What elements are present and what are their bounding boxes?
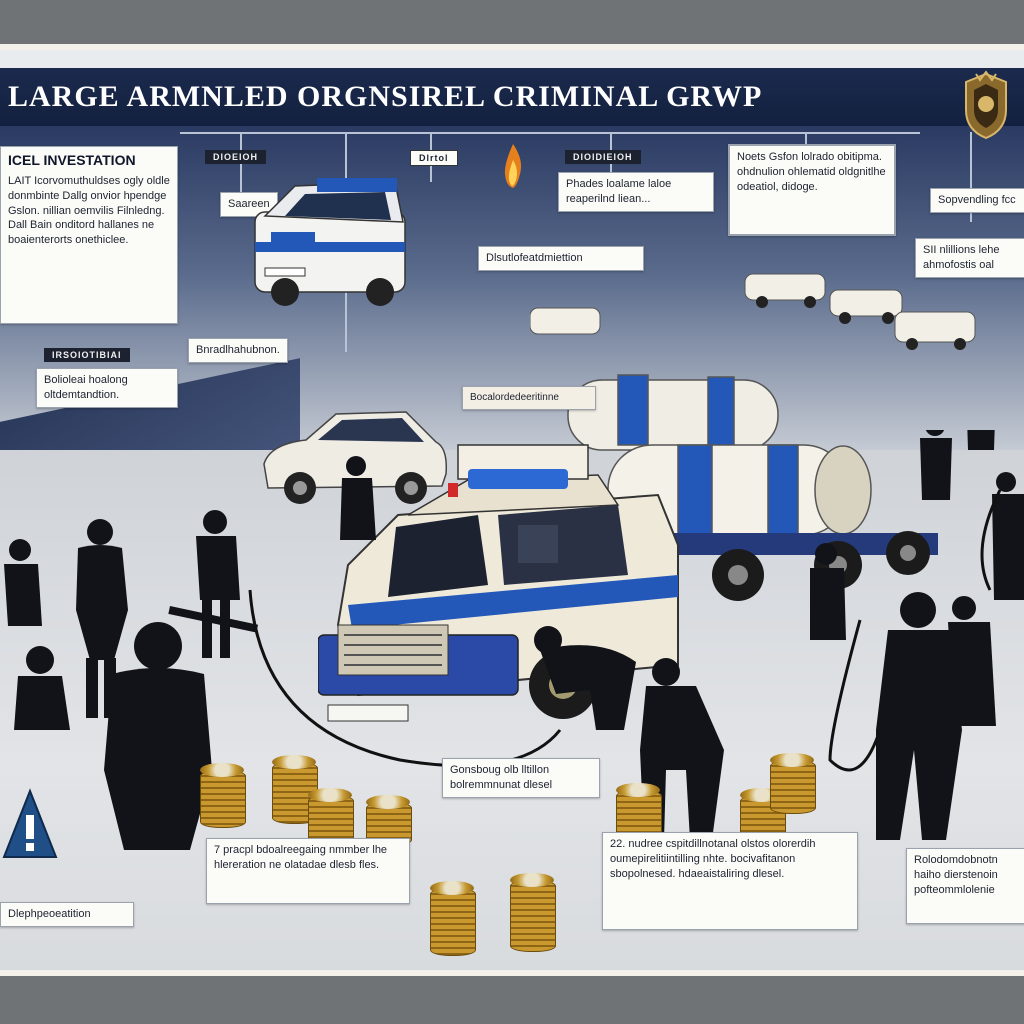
top-right-note: Noets Gsfon lolrado obitipma. ohdnulion … bbox=[728, 144, 896, 236]
bottom-left-small-label: Dlephpeoeatition bbox=[0, 902, 134, 927]
crest-icon bbox=[965, 70, 1007, 140]
center-label: Dlsutlofeatdmiettion bbox=[478, 246, 644, 271]
bottom-left-label: 7 pracpl bdoalreegaing nmmber lhe hlerer… bbox=[206, 838, 410, 904]
police-van-illustration bbox=[254, 178, 406, 306]
flame-icon bbox=[504, 144, 522, 188]
tag-2: Dlrtol bbox=[410, 150, 458, 166]
investigation-heading: ICEL INVESTATION bbox=[8, 152, 136, 168]
warning-icon bbox=[2, 788, 58, 858]
detail-quote: Phades loalame laloe reaperilnd liean... bbox=[558, 172, 714, 212]
bottom-mid-label: 22. nudree cspitdillnotanal olstos olore… bbox=[602, 832, 858, 930]
mid-left-label: Bnradlhahubnon. bbox=[188, 338, 288, 363]
investigation-panel: ICEL INVESTATION LAIT Icorvomuthuldses o… bbox=[0, 146, 178, 324]
left-box: Bolioleai hoalong oltdemtandtion. bbox=[36, 368, 178, 408]
tag-left: IRSOIOTIBIAI bbox=[44, 348, 130, 362]
tag-1: DIOEIOH bbox=[205, 150, 267, 164]
sedan-car bbox=[263, 411, 448, 504]
truck-sign: Bocalordedeeritinne bbox=[462, 386, 596, 410]
investigation-body: LAIT Icorvomuthuldses ogly oldle donmbin… bbox=[8, 174, 170, 247]
poster: LARGE ARMNLED ORGNSIREL CRIMINAL GRWP IC… bbox=[0, 44, 1024, 976]
masked-figures bbox=[4, 430, 1024, 850]
title-bar: LARGE ARMNLED ORGNSIREL CRIMINAL GRWP bbox=[0, 68, 1024, 140]
right-label-1: Sopvendling fcc bbox=[930, 188, 1024, 213]
tag-3: DIOIDIEIOH bbox=[565, 150, 641, 164]
parked-cars bbox=[530, 273, 976, 350]
right-label-2: SII nlillions lehe ahmofostis oal bbox=[915, 238, 1024, 278]
bottom-right-label: Rolodomdobnotn haiho dierstenoin pofteom… bbox=[906, 848, 1024, 924]
page-title: LARGE ARMNLED ORGNSIREL CRIMINAL GRWP bbox=[8, 80, 763, 113]
bottom-center-label: Gonsboug olb lltillon bolremmnunat dlese… bbox=[442, 758, 600, 798]
